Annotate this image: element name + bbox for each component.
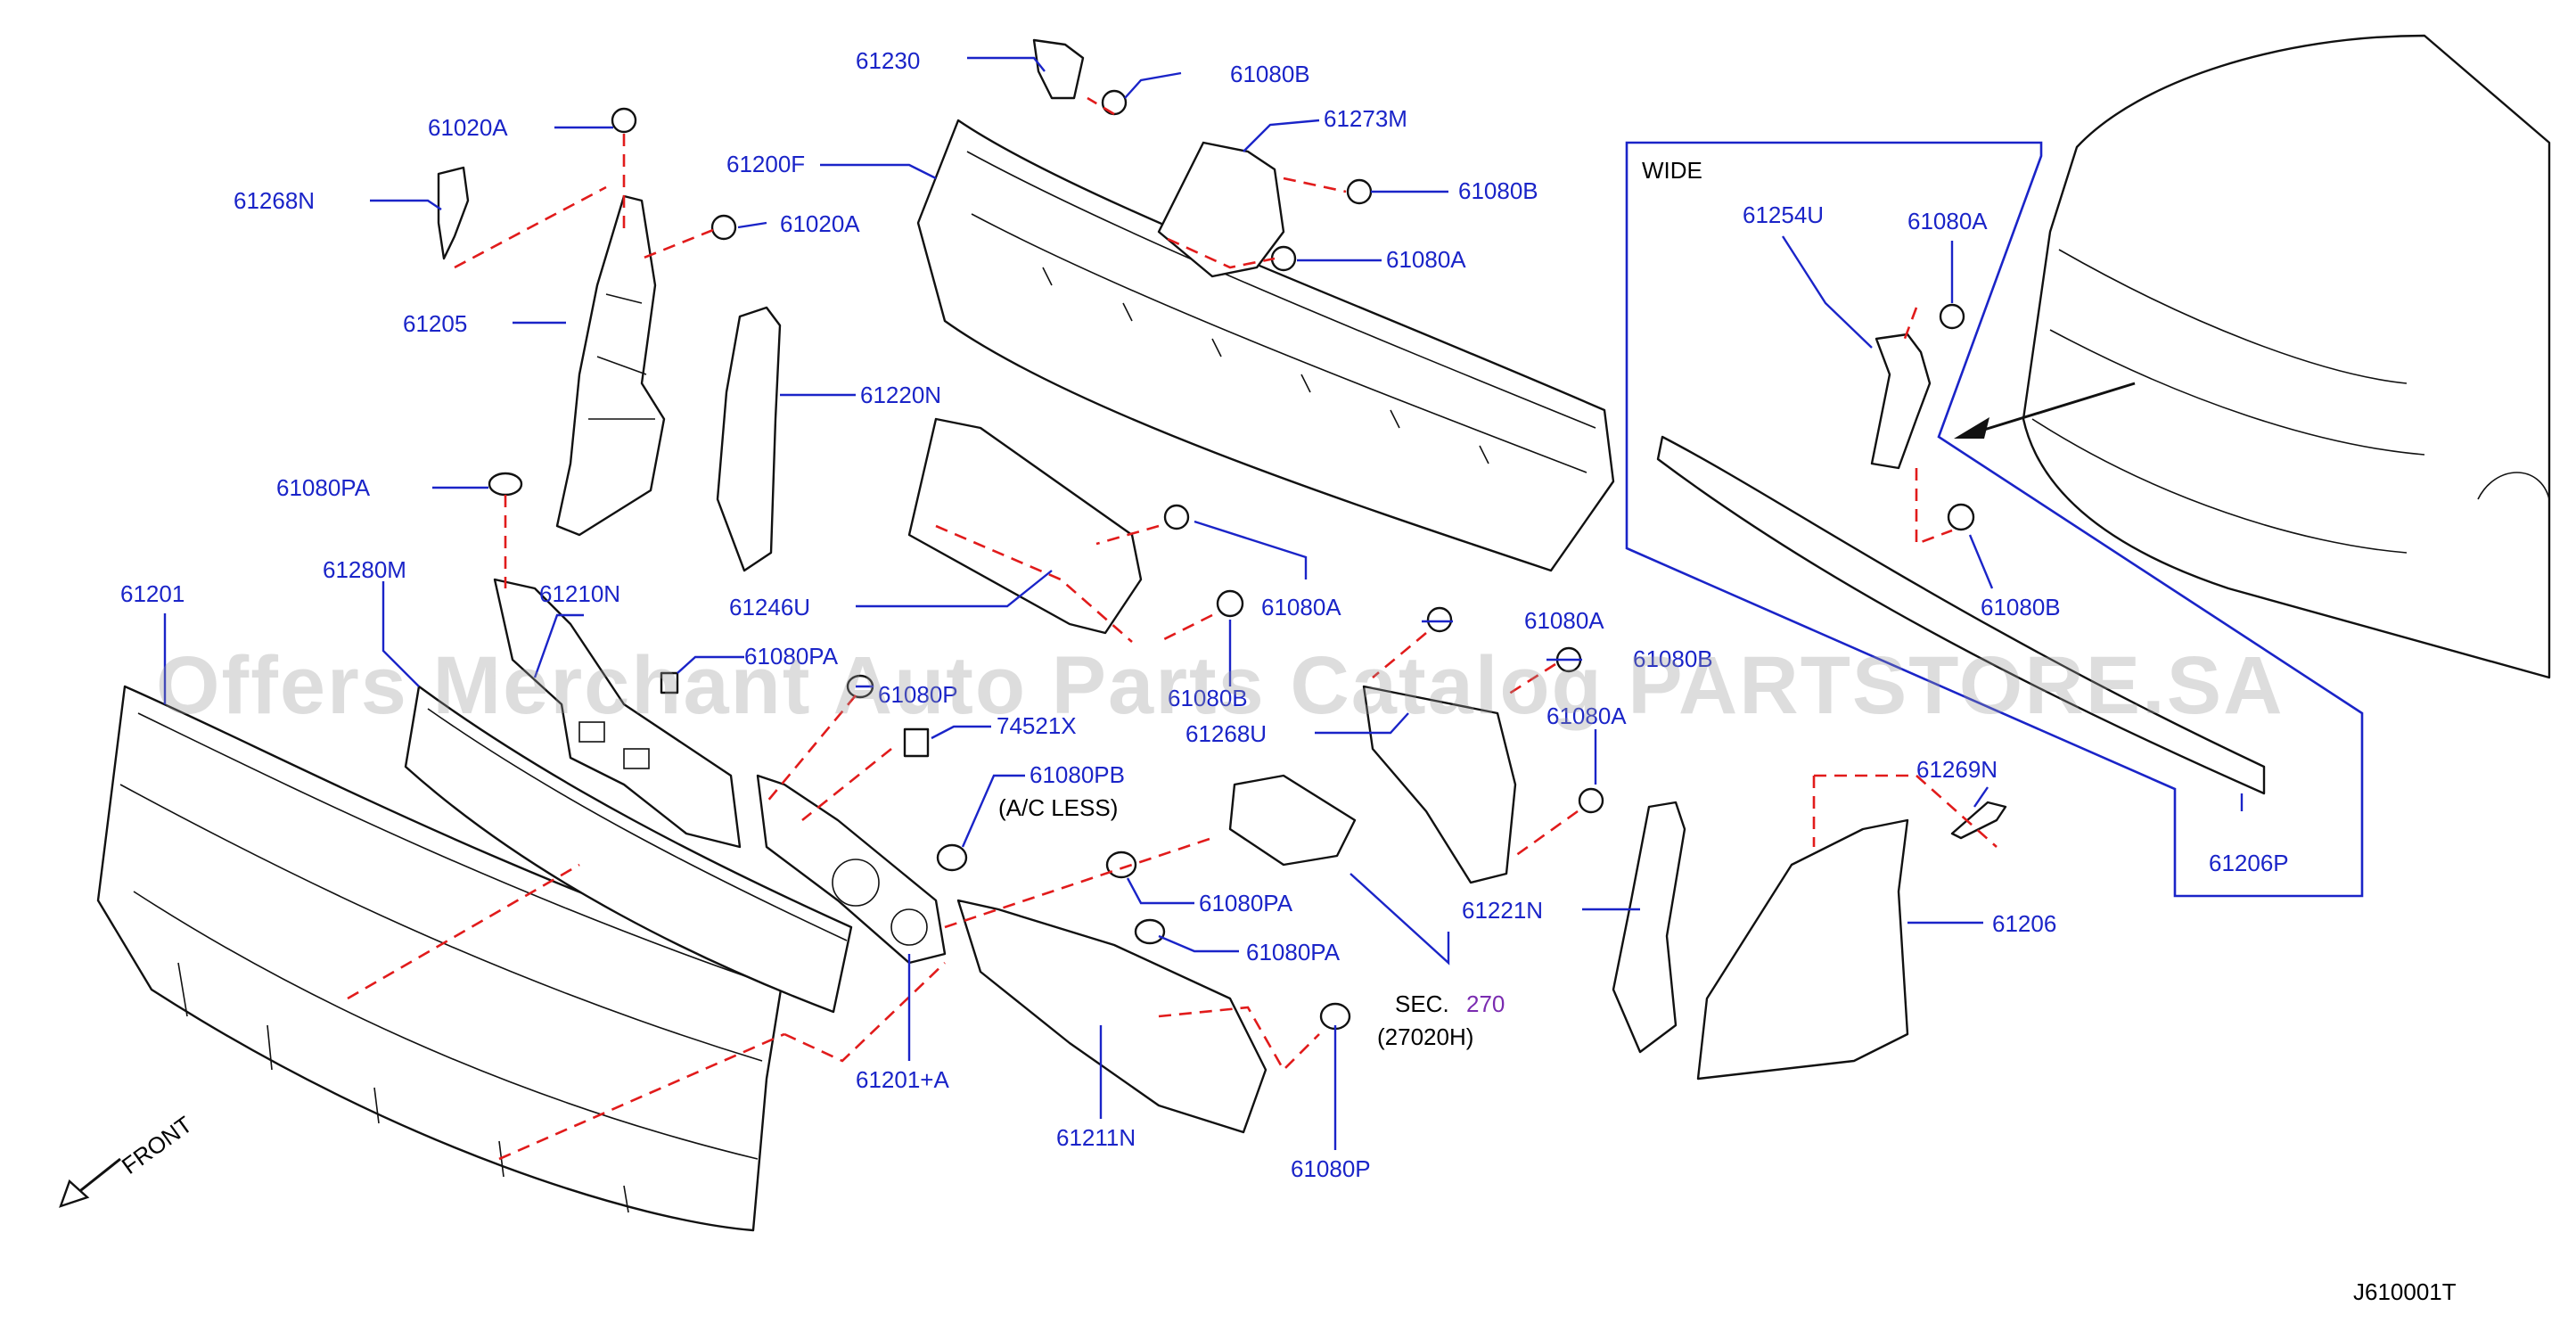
label-61246U: 61246U	[729, 594, 810, 620]
label-61080P: 61080P	[1291, 1155, 1371, 1182]
label-61220N: 61220N	[860, 382, 941, 408]
label-61268U: 61268U	[1185, 720, 1267, 747]
label-61205: 61205	[403, 310, 467, 337]
label-61080PB: 61080PB	[1030, 761, 1125, 788]
front-fascia-panel	[96, 685, 786, 1232]
assembly-lines	[347, 96, 1998, 1161]
label-61210N: 61210N	[539, 580, 620, 607]
bracket-61221N	[1612, 801, 1686, 1054]
label-74521X: 74521X	[997, 712, 1077, 739]
front-label: FRONT	[117, 1111, 197, 1179]
bolt-61080A-right	[1270, 245, 1297, 272]
label-61206: 61206	[1992, 910, 2056, 937]
label-61221N: 61221N	[1462, 897, 1543, 924]
side-bracket-61205	[555, 194, 666, 537]
bracket-61210N	[493, 578, 742, 849]
inset-label-61080B: 61080B	[1981, 594, 2061, 620]
side-panel-61206	[1696, 818, 1909, 1081]
grommet-61080PB	[936, 843, 968, 872]
nut-61080B-right	[1346, 178, 1373, 205]
clip-61268N	[437, 166, 470, 260]
grommet-61080PA-low2	[1134, 918, 1166, 945]
section-ref-number: 270	[1466, 990, 1505, 1017]
watermark-text: Offers Merchant Auto Parts Catalog PARTS…	[156, 640, 2285, 731]
label-61268N: 61268N	[234, 187, 315, 214]
wide-inset	[1625, 141, 2364, 898]
label-61080PA-low2: 61080PA	[1246, 939, 1341, 966]
label-61080B-r2: 61080B	[1633, 645, 1713, 672]
nut-inset-61080B	[1947, 503, 1975, 531]
inset-title: WIDE	[1642, 157, 1702, 184]
bracket-61268U	[1362, 685, 1517, 884]
fascia-strip	[404, 685, 853, 1014]
label-61280M: 61280M	[323, 556, 406, 583]
nut-61080B-center	[1216, 589, 1244, 618]
bolt-61080A-center	[1163, 504, 1190, 530]
section-ref-part: (27020H)	[1377, 1023, 1473, 1050]
member-61220N	[716, 306, 782, 572]
label-61080A-r3: 61080A	[1546, 703, 1627, 729]
hood-lock-sec270	[1228, 774, 1357, 867]
grommet-61080P	[1319, 1002, 1351, 1031]
clip-61230	[1032, 38, 1085, 100]
leader-lines	[163, 56, 2244, 1150]
rubber-strip-61206P	[1656, 435, 2266, 795]
grommet-61080PA-low1	[1105, 850, 1137, 879]
bracket-61254U	[1870, 333, 1932, 470]
bolt-inset-61080A	[1939, 303, 1965, 330]
label-61080B-top: 61080B	[1230, 61, 1310, 87]
clip-74521X	[903, 727, 930, 758]
bolt-61020A-top	[611, 107, 637, 134]
clip-61269N	[1950, 801, 2007, 840]
label-61200F: 61200F	[726, 151, 805, 177]
air-guide-61201A	[756, 774, 947, 965]
label-61080PA-left: 61080PA	[276, 474, 371, 501]
label-61269N: 61269N	[1916, 756, 1998, 783]
label-61080PA-mid: 61080PA	[744, 643, 839, 670]
fasteners	[488, 89, 1975, 1031]
label-61211N: 61211N	[1056, 1124, 1136, 1151]
upper-core-support-61200F	[916, 119, 1615, 572]
label-61020A-mid: 61020A	[780, 210, 860, 237]
label-ac-less: (A/C LESS)	[998, 794, 1118, 821]
label-61080PA-low1: 61080PA	[1199, 890, 1293, 916]
clip-61080PA-top	[660, 671, 679, 694]
bolt-61020A-mid	[710, 214, 737, 241]
label-61201: 61201	[120, 580, 185, 607]
nut-61080B-top	[1101, 89, 1128, 116]
label-61080A-center: 61080A	[1261, 594, 1341, 620]
lower-member-61246U	[907, 417, 1143, 635]
label-61273M: 61273M	[1324, 105, 1407, 132]
label-61080B-right: 61080B	[1458, 177, 1538, 204]
air-guide-61211N	[956, 899, 1267, 1134]
vehicle-outline	[2022, 34, 2551, 679]
drawing-code: J610001T	[2353, 1278, 2457, 1305]
label-61201A: 61201+A	[856, 1066, 949, 1093]
inset-label-61254U: 61254U	[1743, 201, 1824, 228]
section-ref-prefix: SEC.	[1395, 990, 1449, 1017]
label-61230: 61230	[856, 47, 920, 74]
label-61080A-right: 61080A	[1386, 246, 1466, 273]
front-arrow	[59, 1157, 121, 1208]
bolt-61080A-r3	[1578, 787, 1604, 814]
inset-label-61206P: 61206P	[2209, 850, 2289, 876]
inset-label-61080A: 61080A	[1907, 208, 1988, 234]
label-61080P-partial: 61080P	[878, 681, 958, 708]
label-61080A-r2: 61080A	[1524, 607, 1604, 634]
label-61080B-center: 61080B	[1168, 685, 1248, 711]
label-61020A-top: 61020A	[428, 114, 508, 141]
bolt-61080A-r2	[1426, 606, 1453, 633]
grommet-61080PA-left	[488, 472, 523, 497]
